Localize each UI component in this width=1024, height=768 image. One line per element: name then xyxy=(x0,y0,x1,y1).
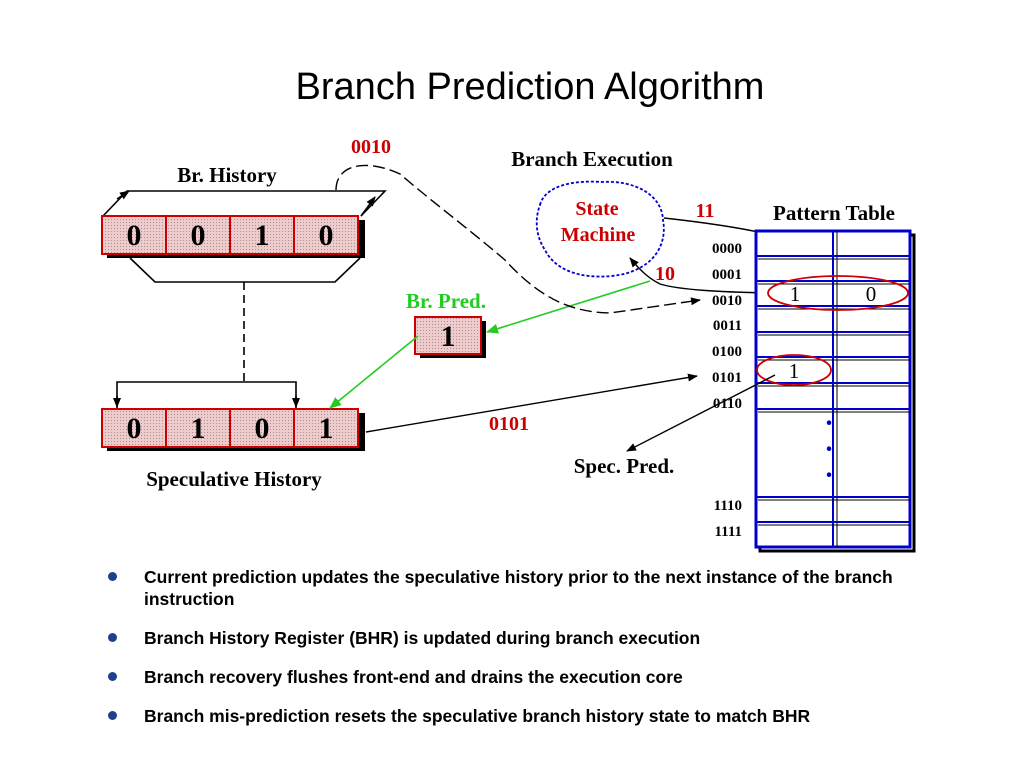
br-history-register: 0 0 1 0 xyxy=(101,215,359,255)
br-history-label: Br. History xyxy=(177,163,277,187)
br-history-shift-arrow xyxy=(116,190,130,200)
br-history-cell xyxy=(165,215,231,255)
speculative-cell xyxy=(293,408,359,448)
speculative-value-label: 0101 xyxy=(489,413,529,435)
history-value-label: 0010 xyxy=(351,136,391,158)
bullet-dot xyxy=(108,672,117,681)
spec-pred-arrow xyxy=(626,374,776,452)
bullet-item: Branch recovery flushes front-end and dr… xyxy=(104,666,944,688)
pattern-row-label: 1110 xyxy=(714,498,742,514)
br-pred-label: Br. Pred. xyxy=(406,289,486,313)
bullet-dot xyxy=(108,572,117,581)
bullet-dot xyxy=(108,633,117,642)
ellipsis-dot: · xyxy=(824,460,833,491)
speculative-bit: 1 xyxy=(191,412,206,445)
br-history-bit: 0 xyxy=(319,219,334,252)
speculative-bit: 0 xyxy=(127,412,142,445)
br-history-cell xyxy=(101,215,167,255)
br-history-shift-arrow-right xyxy=(360,196,376,217)
state-machine-label-line2: Machine xyxy=(561,224,636,246)
entry-read-arrow xyxy=(629,257,771,294)
bullet-text: Branch recovery flushes front-end and dr… xyxy=(144,667,683,687)
br-history-top-frame xyxy=(102,190,387,217)
br-pred-value: 1 xyxy=(441,320,456,353)
entry-0010-right: 0 xyxy=(866,282,877,306)
state-10-label: 10 xyxy=(655,263,675,285)
state-machine-bubble xyxy=(535,180,665,278)
pattern-row-label: 0100 xyxy=(712,344,742,360)
spec-pred-label: Spec. Pred. xyxy=(574,454,675,478)
pattern-table-label: Pattern Table xyxy=(773,201,895,225)
entry-0101-left: 1 xyxy=(789,359,800,383)
pattern-table xyxy=(754,229,916,553)
entry-0010-highlight xyxy=(767,275,909,311)
pattern-row-label: 0011 xyxy=(713,318,742,334)
br-pred-to-speculative-arrow xyxy=(329,335,419,409)
br-history-cell xyxy=(293,215,359,255)
bullet-text: Branch History Register (BHR) is updated… xyxy=(144,628,701,648)
bullet-text: Current prediction updates the speculati… xyxy=(144,567,893,609)
entry-0101-highlight xyxy=(756,354,832,386)
pattern-table-ellipsis: · · · xyxy=(824,408,833,491)
ellipsis-dot: · xyxy=(824,434,833,465)
speculative-cell xyxy=(229,408,295,448)
speculative-bit: 0 xyxy=(255,412,270,445)
br-history-cell xyxy=(229,215,295,255)
bullet-item: Current prediction updates the speculati… xyxy=(104,566,944,610)
speculative-history-label: Speculative History xyxy=(146,467,322,491)
bullet-item: Branch History Register (BHR) is updated… xyxy=(104,627,944,649)
speculative-cell xyxy=(101,408,167,448)
br-history-bit: 1 xyxy=(255,219,270,252)
pattern-row-label: 0001 xyxy=(712,267,742,283)
pattern-row-labels: 0000 0001 0010 0011 0100 0101 0110 1110 … xyxy=(712,241,742,540)
br-history-bit: 0 xyxy=(127,219,142,252)
entry-0010-left: 1 xyxy=(790,282,801,306)
state-11-label: 11 xyxy=(696,200,715,222)
bullet-text: Branch mis-prediction resets the specula… xyxy=(144,706,811,726)
speculative-bit: 1 xyxy=(319,412,334,445)
pattern-row-label: 0101 xyxy=(712,370,742,386)
branch-execution-label: Branch Execution xyxy=(511,147,673,171)
pattern-row-label: 1111 xyxy=(714,524,742,540)
bullet-dot xyxy=(108,711,117,720)
br-pred-box xyxy=(414,316,482,355)
br-history-bottom-frame xyxy=(129,257,361,283)
bullet-item: Branch mis-prediction resets the specula… xyxy=(104,705,944,727)
speculative-top-frame xyxy=(116,381,297,408)
state-machine-label-line1: State xyxy=(575,198,618,220)
slide-title: Branch Prediction Algorithm xyxy=(295,66,765,108)
speculative-cell xyxy=(165,408,231,448)
history-index-arrow xyxy=(335,164,701,314)
pattern-row-label: 0110 xyxy=(713,396,742,412)
pattern-row-label: 0000 xyxy=(712,241,742,257)
pattern-table-row-shadows xyxy=(758,258,910,526)
br-history-bit: 0 xyxy=(191,219,206,252)
speculative-index-arrow xyxy=(365,373,698,433)
speculative-history-register: 0 1 0 1 xyxy=(101,408,359,448)
ellipsis-dot: · xyxy=(824,408,833,439)
pattern-row-label: 0010 xyxy=(712,293,742,309)
bullet-list: Current prediction updates the speculati… xyxy=(104,566,944,744)
